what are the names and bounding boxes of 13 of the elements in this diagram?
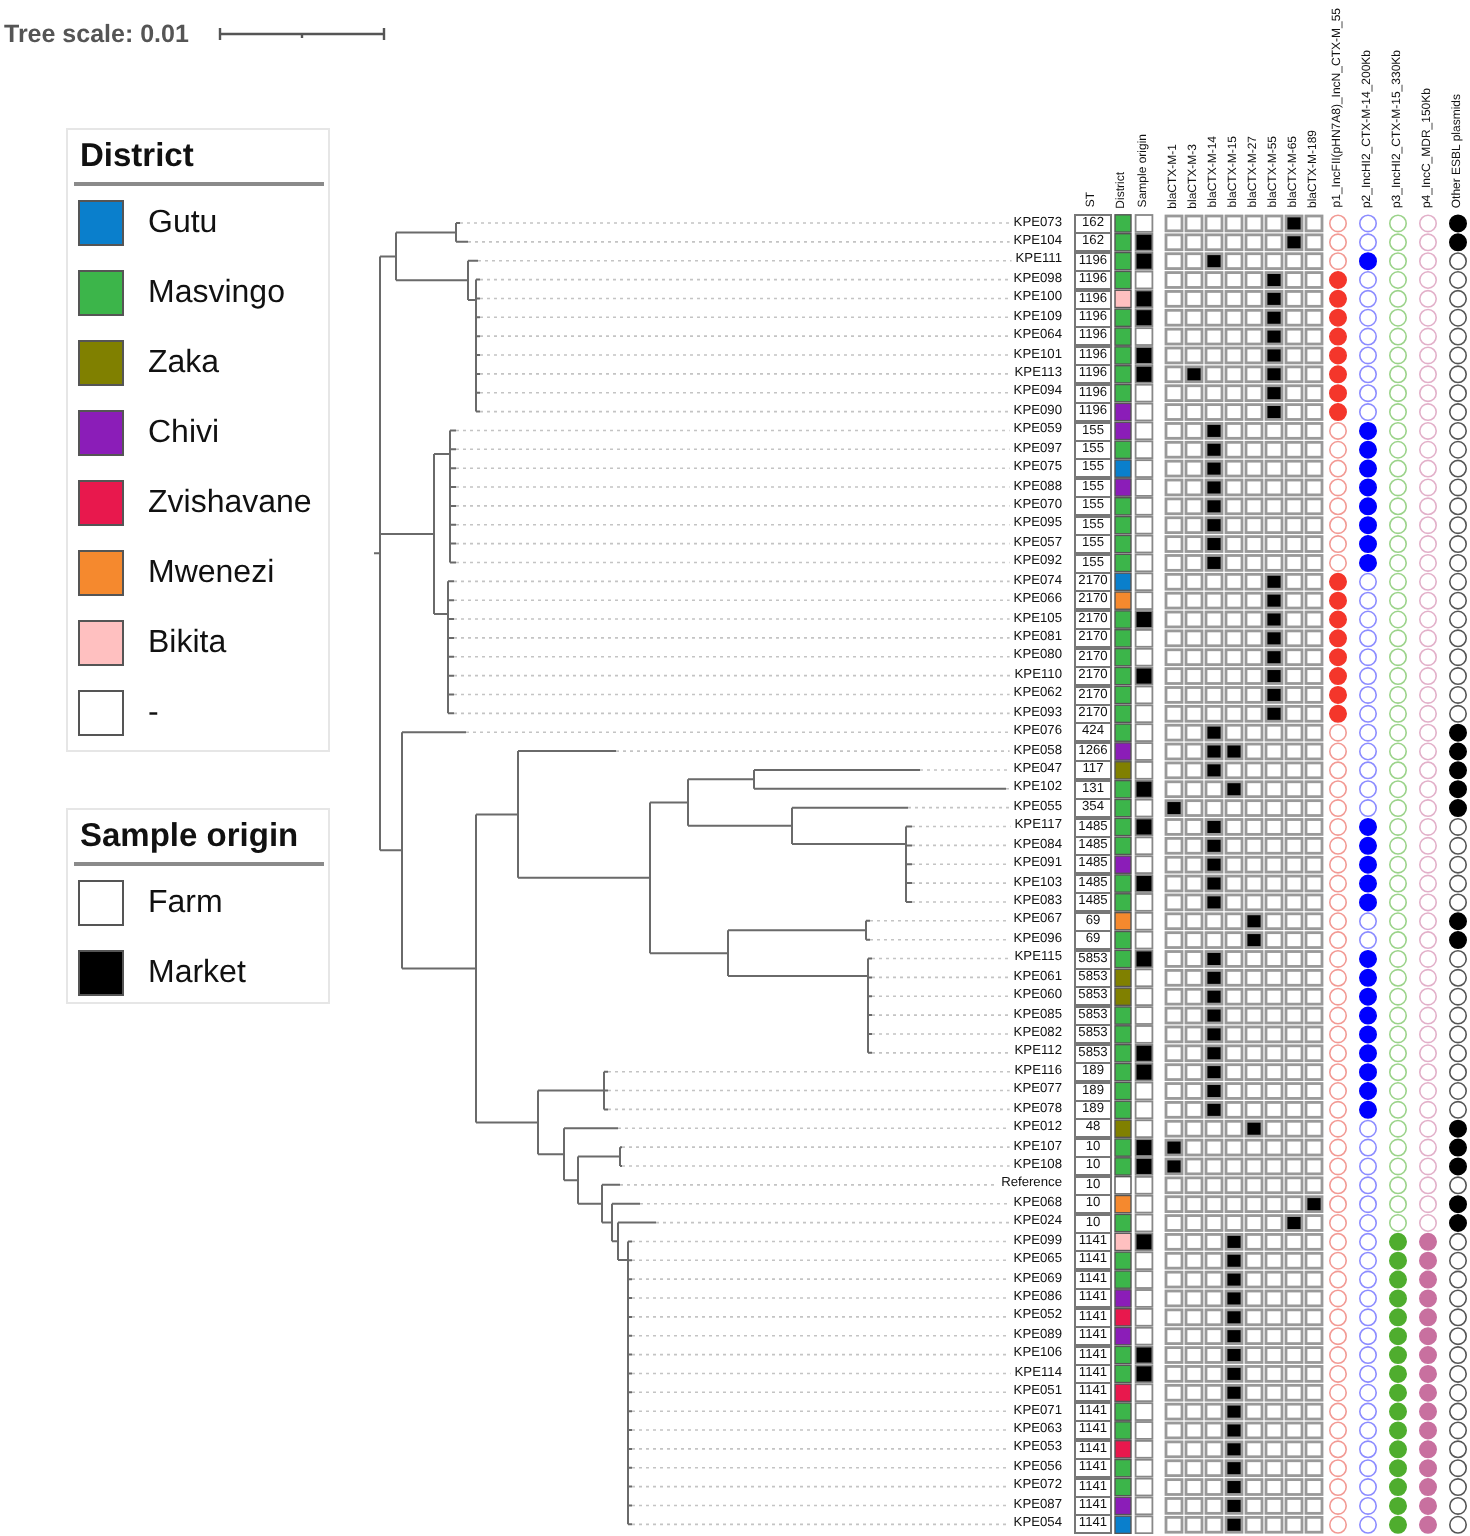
legend-label: - — [148, 694, 159, 732]
scale-label: Tree scale: 0.01 — [4, 19, 189, 49]
legend-label: Market — [148, 954, 246, 992]
legend-title: District — [80, 137, 194, 175]
legend-label: Zvishavane — [148, 484, 312, 522]
legend-label: Masvingo — [148, 274, 285, 312]
legend-label: Zaka — [148, 344, 220, 382]
legend-label: Farm — [148, 884, 223, 922]
legend-label: Bikita — [148, 624, 227, 662]
legend-label: Chivi — [148, 414, 220, 452]
legend-label: Gutu — [148, 204, 218, 242]
legend-title: Sample origin — [80, 817, 299, 855]
legend-label: Mwenezi — [148, 554, 275, 592]
